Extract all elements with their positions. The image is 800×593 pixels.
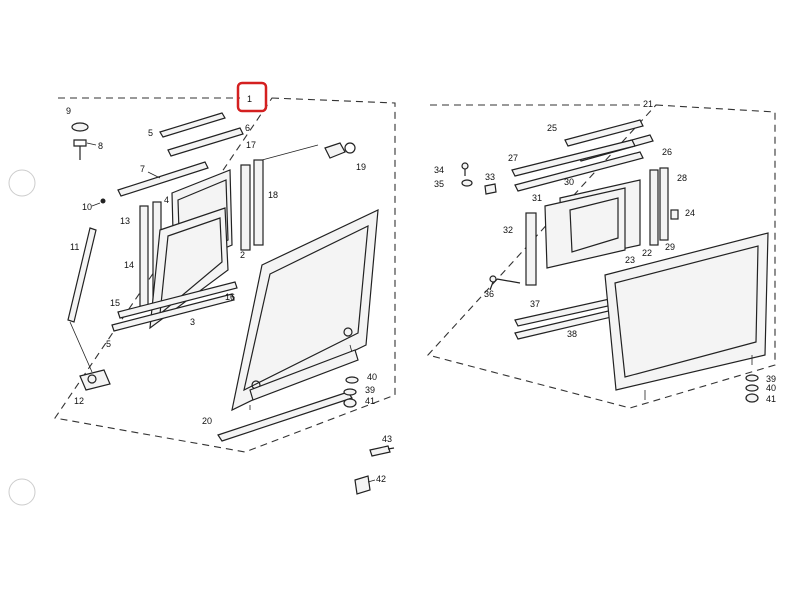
part-28-bar [649, 169, 659, 246]
label-3: 3 [190, 317, 195, 327]
highlight-box [236, 81, 268, 113]
label-18: 18 [268, 190, 278, 200]
label-17: 17 [246, 140, 256, 150]
part-27-strip [511, 139, 636, 177]
part-18-bar [253, 159, 264, 246]
label-37: 37 [530, 299, 540, 309]
part-32-rod [525, 212, 537, 286]
part-41-nut [343, 398, 357, 408]
part-19-knob [324, 142, 346, 159]
label-13: 13 [120, 216, 130, 226]
label-42: 42 [376, 474, 386, 484]
label-14: 14 [124, 260, 134, 270]
part-12-hinge [79, 369, 111, 391]
group-label-1: 1 [247, 94, 252, 104]
label-27: 27 [508, 153, 518, 163]
part-43-pin [369, 445, 391, 457]
label-16: 16 [225, 292, 235, 302]
label-28: 28 [677, 173, 687, 183]
left-assembly-outline [54, 97, 396, 453]
label-33: 33 [485, 172, 495, 182]
part-31-glass [544, 187, 626, 269]
part-5-strip-top [159, 112, 226, 138]
part-25-strip [564, 119, 644, 147]
left-assembly: 1 9 8 5 6 7 10 11 13 14 4 [54, 81, 396, 453]
part-11-rod [67, 227, 97, 323]
label-22: 22 [642, 248, 652, 258]
label-5a: 5 [148, 128, 153, 138]
binder-hole-top [8, 169, 36, 197]
part-15-rail [117, 281, 238, 319]
label-41: 41 [365, 396, 375, 406]
label-2: 2 [240, 250, 245, 260]
part-16-rail [111, 293, 235, 332]
part-right-door-frame [604, 232, 769, 391]
part-2-glass [149, 207, 229, 330]
label-30: 30 [564, 177, 574, 187]
label-34: 34 [434, 165, 444, 175]
part-7-strip [117, 161, 209, 197]
label-15: 15 [110, 298, 120, 308]
part-17-bar [240, 164, 251, 251]
label-41r: 41 [766, 394, 776, 404]
group-label-21: 21 [643, 99, 653, 109]
part-42-bracket [354, 475, 371, 495]
label-6: 6 [245, 123, 250, 133]
label-10: 10 [82, 202, 92, 212]
label-32: 32 [503, 225, 513, 235]
part-20-rail [217, 391, 353, 442]
label-26: 26 [662, 147, 672, 157]
label-12: 12 [74, 396, 84, 406]
label-7: 7 [140, 164, 145, 174]
label-39: 39 [365, 385, 375, 395]
label-25: 25 [547, 123, 557, 133]
part-8-screw [73, 139, 87, 160]
label-8: 8 [98, 141, 103, 151]
label-36: 36 [484, 289, 494, 299]
label-11: 11 [70, 242, 79, 252]
label-39r: 39 [766, 374, 776, 384]
right-assembly: 21 25 27 26 34 35 33 31 30 28 29 22 23 2… [426, 99, 776, 409]
label-20: 20 [202, 416, 212, 426]
loose-parts: 43 42 [354, 434, 395, 495]
label-24: 24 [685, 208, 695, 218]
label-35: 35 [434, 179, 444, 189]
part-29-bar [659, 167, 669, 241]
right-assembly-outline [426, 104, 776, 409]
part-40-nut [345, 376, 359, 384]
label-40: 40 [367, 372, 377, 382]
label-31: 31 [532, 193, 542, 203]
binder-hole-bottom [8, 478, 36, 506]
label-19: 19 [356, 162, 366, 172]
label-5b: 5 [106, 339, 111, 349]
label-43: 43 [382, 434, 392, 444]
label-40r: 40 [766, 383, 776, 393]
label-4: 4 [164, 195, 169, 205]
part-13-strip [139, 205, 149, 307]
part-39-washer [343, 388, 357, 396]
part-9-washer [71, 122, 89, 132]
label-9: 9 [66, 106, 71, 116]
part-6-strip [167, 127, 244, 157]
label-29: 29 [665, 242, 675, 252]
part-door-frame [231, 209, 379, 412]
label-38: 38 [567, 329, 577, 339]
label-23: 23 [625, 255, 635, 265]
